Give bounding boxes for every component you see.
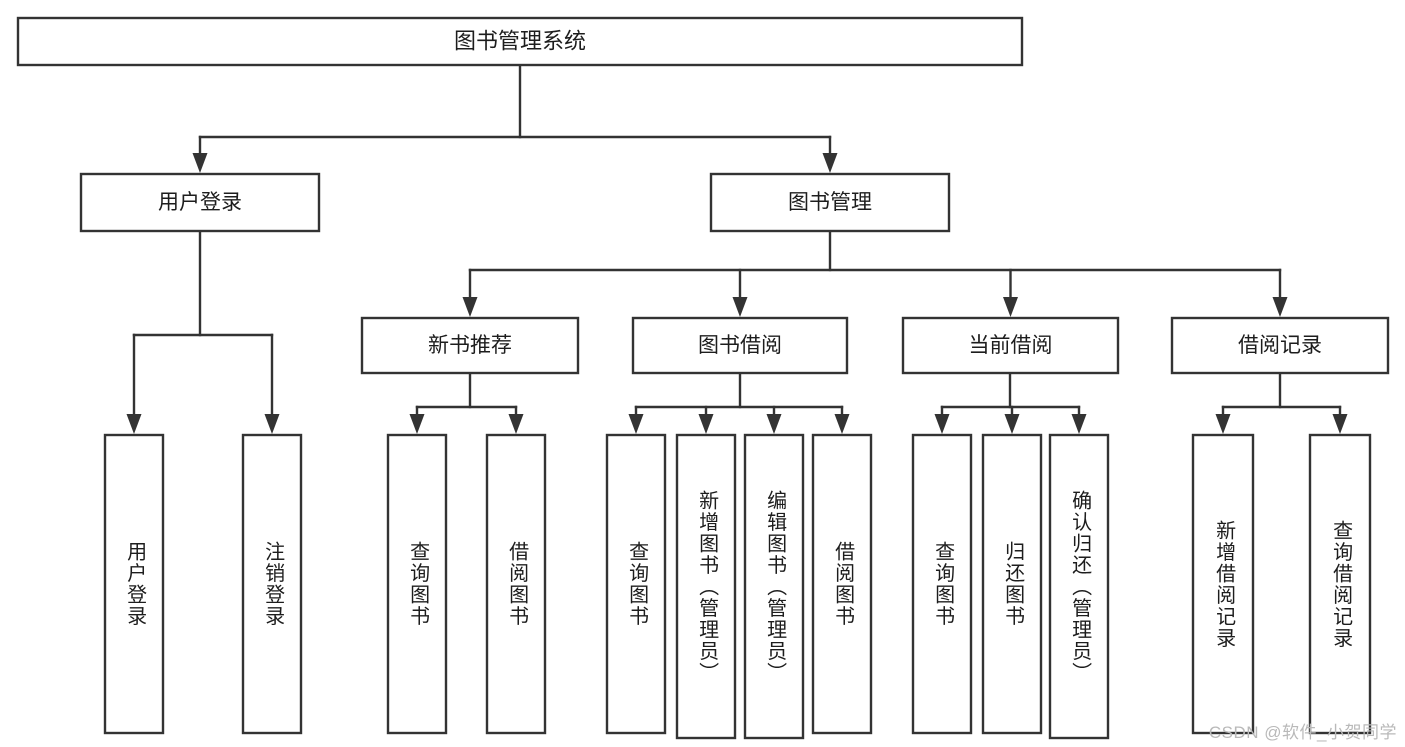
node-label-root: 图书管理系统 [454,28,586,53]
arrow-head-icon [1071,414,1087,434]
arrow-head-icon [732,297,748,317]
node-box-leaf-edit-book[interactable] [743,433,805,740]
node-box-leaf-add-record[interactable] [1191,433,1255,735]
arrow-head-icon [834,414,850,434]
watermark-text: CSDN @软件_小贺同学 [1208,723,1397,742]
node-box-leaf-logout[interactable] [241,433,303,735]
arrow-head-icon [1003,297,1018,317]
node-box-leaf-query-book-borrow[interactable] [605,433,667,735]
node-label-current-borrow: 当前借阅 [969,334,1053,357]
node-box-leaf-return-book[interactable] [981,433,1043,735]
node-label-book-borrow: 图书借阅 [698,334,782,357]
arrow-head-icon [1004,414,1020,434]
arrow-head-icon [1215,414,1231,434]
node-label-user-login: 用户登录 [158,191,242,214]
node-box-leaf-borrow-book-rec[interactable] [485,433,547,735]
node-box-leaf-add-book[interactable] [675,433,737,740]
arrow-head-icon [1272,297,1288,317]
node-box-user-login[interactable] [79,172,321,233]
arrow-head-icon [822,153,838,173]
arrow-head-icon [192,153,208,173]
arrow-head-icon [264,414,280,434]
arrow-head-icon [409,414,425,434]
arrow-head-icon [508,414,524,434]
node-box-layer [16,16,1390,740]
node-box-leaf-borrow-book[interactable] [811,433,873,735]
node-label-borrow-record: 借阅记录 [1238,334,1322,357]
arrow-head-icon [1332,414,1348,434]
node-label-book-manage: 图书管理 [788,191,872,214]
arrow-head-icon [766,414,782,434]
node-box-leaf-confirm-return[interactable] [1048,433,1110,740]
node-box-new-book-recommend[interactable] [360,316,580,375]
connector-layer [126,63,1348,434]
node-box-leaf-query-book-cur[interactable] [911,433,973,735]
node-label-new-book-recommend: 新书推荐 [428,334,512,357]
node-box-leaf-query-book-rec[interactable] [386,433,448,735]
node-box-root[interactable] [16,16,1024,67]
arrow-head-icon [126,414,142,434]
node-box-book-manage[interactable] [709,172,951,233]
node-box-book-borrow[interactable] [631,316,849,375]
arrow-head-icon [698,414,714,434]
node-box-leaf-user-login[interactable] [103,433,165,735]
arrow-head-icon [934,414,950,434]
node-box-borrow-record[interactable] [1170,316,1390,375]
arrow-head-icon [462,297,478,317]
node-box-current-borrow[interactable] [901,316,1120,375]
node-box-leaf-query-record[interactable] [1308,433,1372,735]
arrow-head-icon [628,414,644,434]
